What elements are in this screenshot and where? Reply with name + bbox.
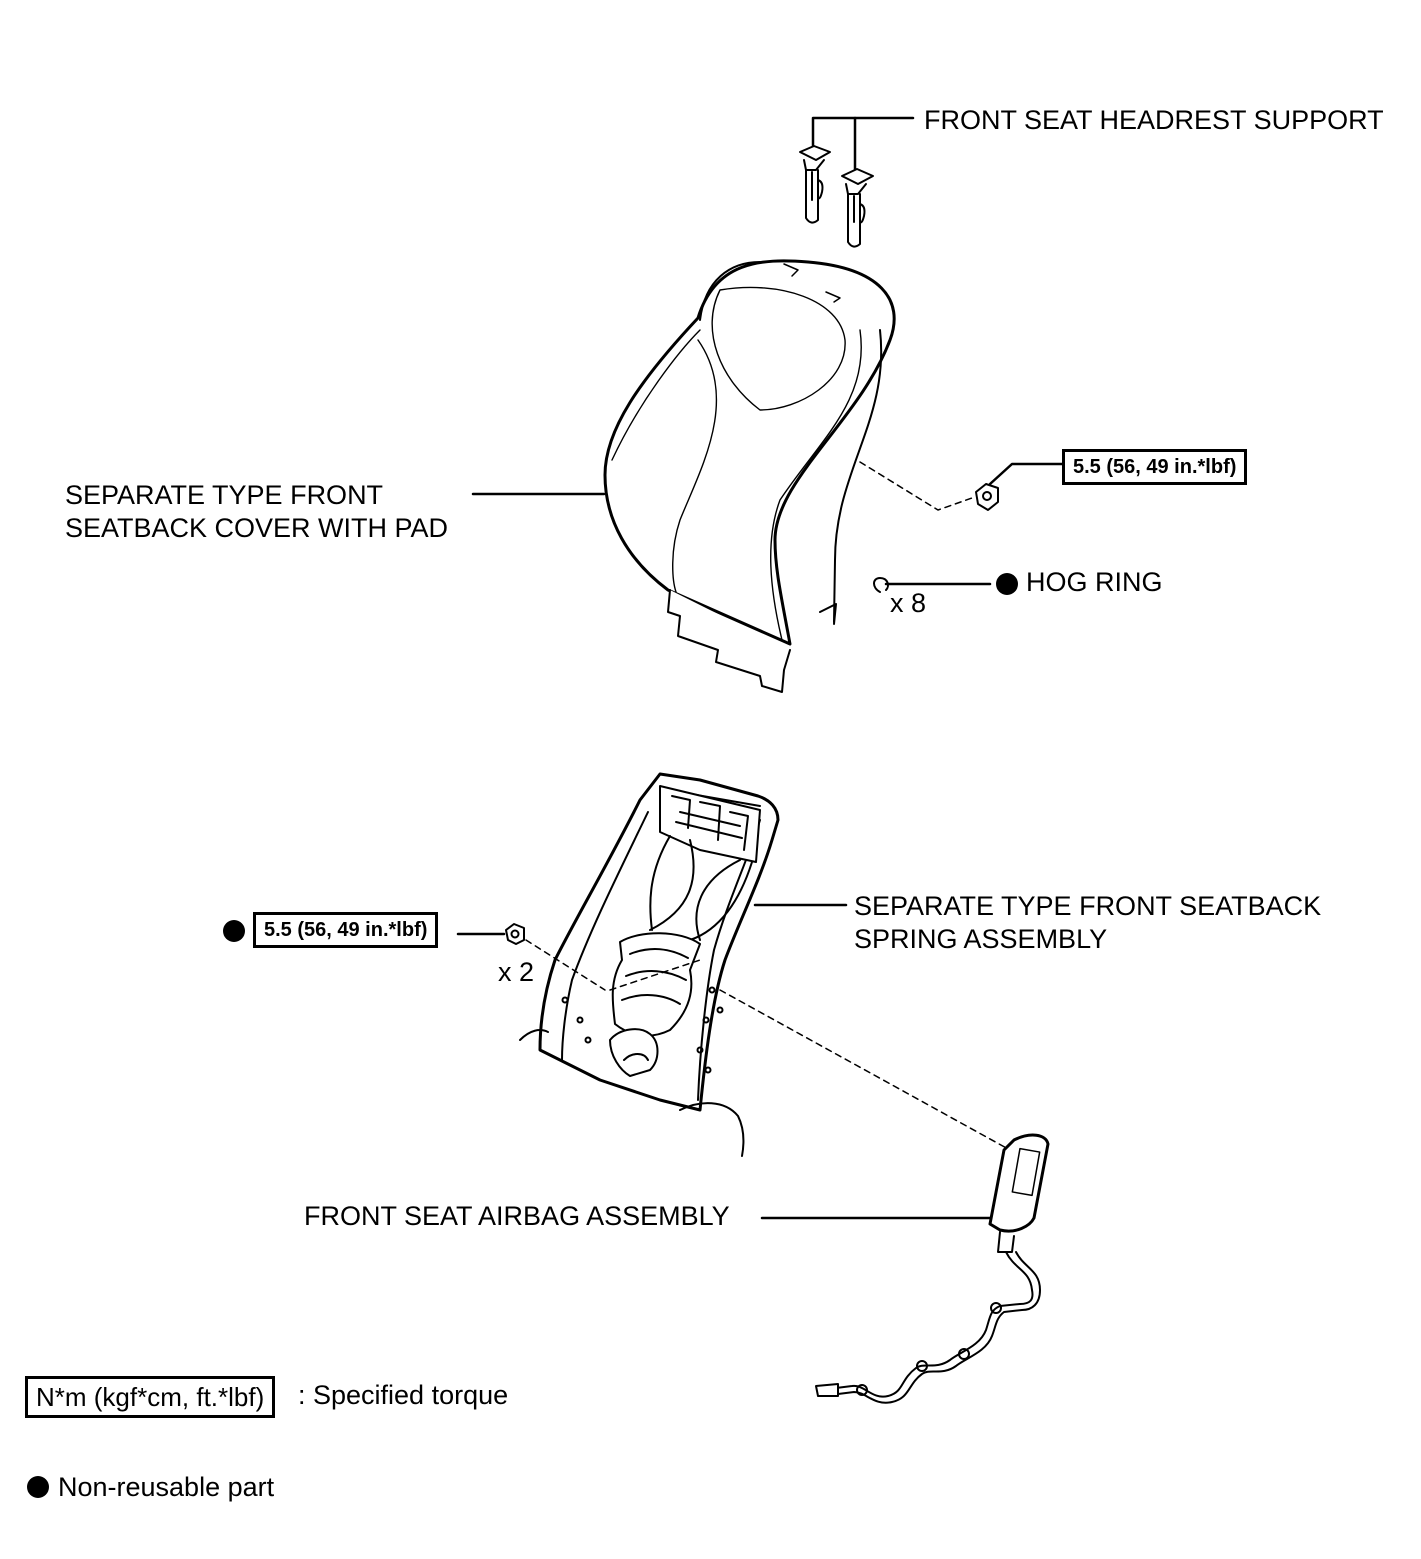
label-nut-qty: x 2 — [498, 957, 535, 987]
spring-nut-drawing — [456, 923, 1011, 1151]
nonreusable-dot-spring-nut — [223, 920, 245, 942]
seatback-cover-drawing — [471, 259, 973, 693]
legend-nonreusable-dot — [27, 1476, 49, 1498]
label-headrest-support: FRONT SEAT HEADREST SUPPORT — [924, 105, 1384, 135]
seatback-spring-assembly-drawing — [519, 772, 848, 1157]
legend-torque-unit: N*m (kgf*cm, ft.*lbf) — [25, 1376, 276, 1418]
label-hog-ring-qty: x 8 — [890, 588, 927, 618]
label-airbag-assembly: FRONT SEAT AIRBAG ASSEMBLY — [304, 1201, 730, 1231]
label-spring-assembly-line1: SEPARATE TYPE FRONT SEATBACK — [854, 891, 1322, 921]
cover-nut-drawing — [975, 462, 1064, 511]
nonreusable-dot-hog-ring — [996, 573, 1018, 595]
label-seatback-cover-line2: SEATBACK COVER WITH PAD — [65, 513, 449, 543]
headrest-support-drawing — [799, 116, 915, 248]
torque-box-spring-nut: 5.5 (56, 49 in.*lbf) — [253, 912, 439, 948]
hog-ring-drawing — [873, 577, 992, 593]
label-seatback-cover-line1: SEPARATE TYPE FRONT — [65, 480, 384, 510]
legend-nonreusable-text: Non-reusable part — [58, 1472, 275, 1502]
label-hog-ring: HOG RING — [1026, 567, 1163, 597]
torque-box-cover-nut: 5.5 (56, 49 in.*lbf) — [1062, 449, 1248, 485]
label-spring-assembly-line2: SPRING ASSEMBLY — [854, 924, 1108, 954]
legend-torque-desc: : Specified torque — [298, 1380, 509, 1410]
airbag-assembly-drawing — [760, 1133, 1050, 1404]
